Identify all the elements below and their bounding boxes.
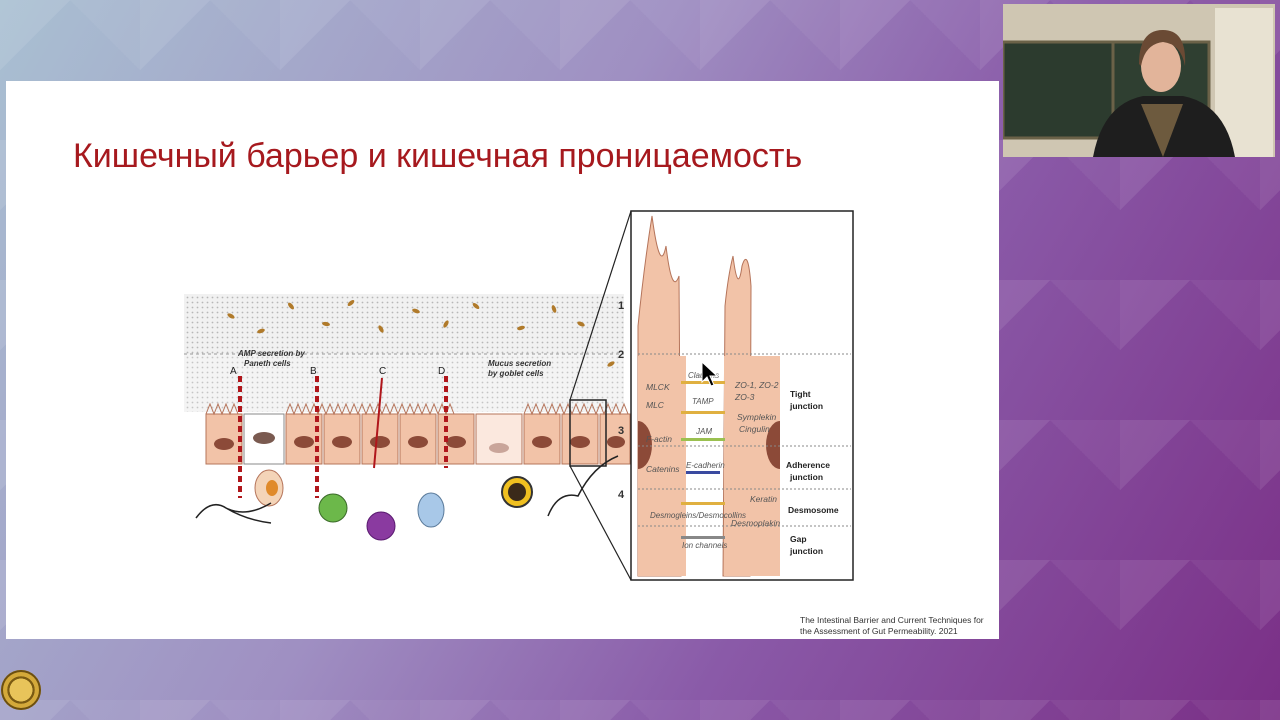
webcam-scene [1003,4,1275,157]
amp-label-line1: AMP secretion by [237,349,305,358]
tight-junction-line2: junction [789,401,823,411]
label-symplekin: Symplekin [737,412,776,422]
inset-nucleus-left [638,421,652,469]
amp-label-line2: Paneth cells [244,359,291,368]
pathway-c [373,377,383,469]
dendritic-cell [318,493,348,523]
layer-number-3: 3 [618,425,624,437]
bacterium [472,303,480,309]
bacterium [412,308,420,314]
immune-cells [254,469,533,541]
enteric-nerve-left [195,502,272,524]
letter-a: A [230,366,237,377]
microvilli [205,402,629,416]
chalkboard-left [1003,40,1115,140]
label-zo-1-zo-2: ZO-1, ZO-2 [734,380,779,390]
label-tamp: TAMP [692,397,714,406]
university-logo-icon [1,670,41,710]
cursor-icon [701,360,719,387]
epithelial-cell [523,413,561,465]
mucus-label-line2: by goblet cells [488,369,544,378]
epithelial-cell [205,413,243,465]
bacterium [257,328,265,334]
mucus-label-line1: Mucus secretion [488,359,551,368]
epithelial-cell [599,413,631,465]
epithelial-cell [561,413,599,465]
label-ion-channels: Ion channels [682,541,727,550]
bacterium [577,321,585,327]
layer-number-2: 2 [618,349,624,361]
desmosome-label: Desmosome [788,505,839,515]
bacterium [443,320,449,328]
outer-mucus-layer [184,294,624,354]
epithelial-cell [437,413,475,465]
paneth-cell [243,413,285,465]
mast-cell [417,492,445,528]
label-cingulin: Cingulin [739,424,770,434]
label-f-actin: F-actin [646,434,672,444]
label-mlc: MLC [646,400,665,410]
permeability-pathways [238,376,448,498]
adherence-junction-line2: junction [789,472,823,482]
bacterium [322,321,330,327]
layer-number-4: 4 [618,489,625,501]
epithelial-cell [361,413,399,465]
label-jam: JAM [695,427,712,436]
zoom-line-bottom [569,465,632,581]
plasma-cell-nucleus [508,483,526,501]
epithelial-cell [399,413,437,465]
macrophage-nucleus [266,480,278,496]
letter-c: C [379,366,386,377]
webcam-video-feed [1003,4,1275,157]
bacterium [551,305,557,313]
bacterium [517,325,525,331]
bacterium [378,325,384,333]
label-e-cadherin: E-cadherin [686,461,725,470]
bacterium [227,313,235,319]
label-keratin: Keratin [750,494,777,504]
inset-cell-left-body [638,356,686,576]
gap-junction-line1: Gap [790,534,807,544]
presentation-slide: Кишечный барьер и кишечная проницаемость [6,81,999,639]
enteric-nerve-right [547,455,619,517]
slide-title: Кишечный барьер и кишечная проницаемость [73,137,803,175]
slide-citation: The Intestinal Barrier and Current Techn… [800,615,984,636]
label-catenins: Catenins [646,464,680,474]
junction-bars [681,381,725,539]
inset-cell-right-body [724,356,780,576]
bacterium [607,361,615,367]
bacteria-group [227,300,615,367]
zoom-line-top [569,210,632,401]
goblet-cell [475,413,523,465]
gap-junction-line2: junction [789,546,823,556]
zoom-selection-box [569,399,607,467]
presenter-hair [1139,30,1186,66]
adherence-junction-line1: Adherence [786,460,830,470]
presenter-face [1141,40,1181,92]
epithelial-cell [323,413,361,465]
label-zo-3: ZO-3 [734,392,755,402]
label-mlck: MLCK [646,382,670,392]
bacterium [347,300,355,306]
label-desmogleins: Desmogleins/Desmocollins [650,511,746,520]
layer-number-1: 1 [618,300,624,312]
inner-mucus-layer [184,354,624,412]
intestinal-barrier-diagram: A B C D AMP secretion by Paneth cells Mu… [184,210,854,581]
epithelium [205,402,631,465]
tight-junction-line1: Tight [790,389,811,399]
lymphocyte [366,511,396,541]
presenter-shirt [1141,104,1183,157]
letter-b: B [310,366,317,377]
label-desmoplakin: Desmoplakin [731,518,780,528]
inset-nucleus-right [766,421,780,469]
letter-d: D [438,366,445,377]
bacterium [288,302,294,310]
